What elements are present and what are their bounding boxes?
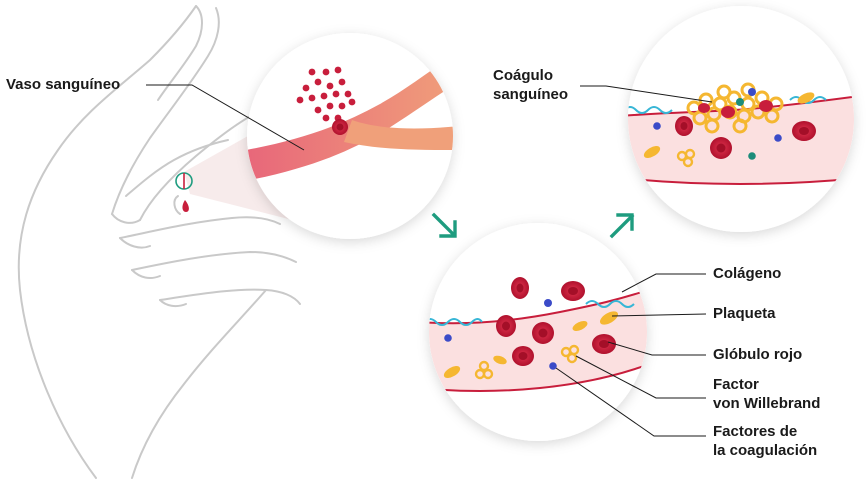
zoom-circle-vessel <box>247 33 453 239</box>
clot-mass <box>686 82 784 134</box>
leader-factores <box>555 367 706 437</box>
zoom-circle-components <box>429 223 647 441</box>
leader-factor-vw <box>575 355 706 399</box>
leader-colageno <box>621 273 706 293</box>
label-vaso-sanguineo: Vaso sanguíneo <box>6 76 120 93</box>
blood-drop-icon <box>182 200 189 212</box>
free-red-cells <box>496 277 616 366</box>
label-factor-vw-line2: von Willebrand <box>713 395 820 412</box>
clot-red-cells <box>675 116 816 159</box>
puncture-marker <box>175 172 193 212</box>
arrow-down-right-icon <box>431 212 457 238</box>
label-coagulo-line2: sanguíneo <box>493 86 568 103</box>
label-factor-vw-line1: Factor <box>713 376 759 393</box>
platelets <box>443 311 619 378</box>
leader-vaso <box>146 84 305 151</box>
label-factores-line2: la coagulación <box>713 442 817 459</box>
zoom-circle-clot <box>628 6 854 232</box>
label-colageno: Colágeno <box>713 265 781 282</box>
leader-plaqueta <box>611 313 707 317</box>
von-willebrand-factors <box>474 344 580 380</box>
label-factores-line1: Factores de <box>713 423 797 440</box>
label-coagulo-line1: Coágulo <box>493 67 553 84</box>
leader-globulo <box>607 341 706 356</box>
hand-outline <box>17 5 301 479</box>
coagulation-factors <box>444 299 557 370</box>
leader-coagulo <box>580 85 713 103</box>
collagen-fiber <box>429 318 483 326</box>
arrow-up-right-icon <box>609 213 635 239</box>
label-plaqueta: Plaqueta <box>713 305 776 322</box>
spilled-red-cells <box>296 66 356 122</box>
label-globulo-rojo: Glóbulo rojo <box>713 346 802 363</box>
